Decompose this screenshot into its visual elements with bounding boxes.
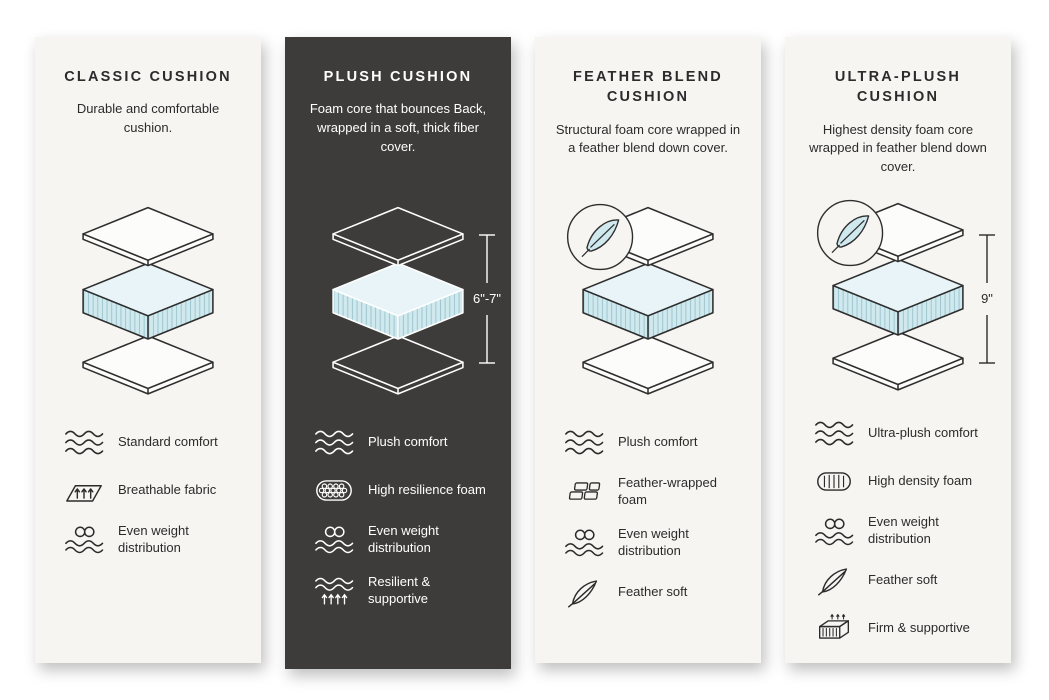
even-weight-icon [563,527,605,558]
feature-label: Even weight distribution [868,514,939,547]
waves-icon [563,427,605,458]
top-layer [82,207,214,267]
feature-feather-wrapped-foam: Feather-wrapped foam [563,475,745,509]
feature-label: Firm & supportive [868,620,970,635]
panel-description: Structural foam core wrapped in a feathe… [555,121,741,156]
even-weight-icon [313,524,355,555]
feature-breathable-fabric: Breathable fabric [63,475,245,506]
feather-wrapped-foam-icon [563,476,605,507]
feature-resilient-supportive: Resilient & supportive [313,574,495,608]
panel-header: ULTRA-PLUSH CUSHION Highest density foam… [802,67,994,185]
cushion-illustration [551,199,745,401]
feature-label: Breathable fabric [118,482,217,498]
panel-title: PLUSH CUSHION [323,69,473,85]
cushion-layers-diagram [566,204,714,396]
feature-label: Even weight distribution [368,523,439,555]
feature-firm-supportive: Firm & supportive [813,613,995,644]
firm-supportive-icon [813,613,855,644]
feature-label: Plush comfort [618,434,698,450]
bottom-layer [582,335,714,396]
panel-header: FEATHER BLEND CUSHION Structural foam co… [552,67,744,185]
foam-core-layer [332,262,464,341]
feature-plush-comfort: Plush comfort [313,427,495,458]
height-dimension: 6"-7" [473,234,501,364]
waves-icon [813,418,855,449]
feature-label: Standard comfort [118,434,218,450]
feature-list: Plush comfort Feather-wrapped foam Even … [551,427,745,608]
feature-label: Feather soft [868,572,938,587]
feature-even-weight: Even weight distribution [313,523,495,557]
panel-description: Highest density foam core wrapped in fea… [809,121,987,175]
cushion-illustration: 6"-7" [301,199,501,401]
feature-label: Feather-wrapped foam [618,475,717,507]
foam-core-layer [82,262,214,341]
feature-label: High density foam [868,473,973,489]
resilient-supportive-icon [313,575,355,606]
foam-core-layer [582,262,714,341]
panel-feather-blend-cushion: FEATHER BLEND CUSHION Structural foam co… [535,37,761,663]
feature-label: Plush comfort [368,434,448,450]
cushion-layers-diagram [816,199,964,391]
cushion-layers-diagram [332,207,464,396]
dimension-label: 9" [981,291,993,306]
panel-title: ULTRA-PLUSH CUSHION [834,69,962,106]
feature-label: Feather soft [618,583,688,599]
feature-label: Resilient & supportive [368,573,431,606]
panel-header: CLASSIC CUSHION Durable and comfortable … [52,67,244,185]
feature-ultra-plush-comfort: Ultra-plush comfort [813,418,995,449]
honeycomb-foam-icon [313,475,355,506]
feature-list: Standard comfort Breathable fabric Even … [51,427,245,557]
bottom-layer [332,335,464,396]
panel-ultra-plush-cushion: ULTRA-PLUSH CUSHION Highest density foam… [785,37,1011,663]
feature-label: Even weight distribution [618,525,689,558]
cushion-layers-diagram [82,207,214,396]
feature-list: Plush comfort High resilience foam Even … [301,427,495,608]
feature-feather-soft: Feather soft [813,565,995,596]
panel-classic-cushion: CLASSIC CUSHION Durable and comfortable … [35,37,261,663]
feature-high-density-foam: High density foam [813,466,995,497]
even-weight-icon [63,524,105,555]
breathable-fabric-icon [63,475,105,506]
dimension-label: 6"-7" [473,291,501,306]
height-dimension: 9" [979,234,995,364]
panel-title: FEATHER BLEND CUSHION [573,69,723,106]
feature-high-resilience-foam: High resilience foam [313,475,495,506]
cushion-illustration: 9" [801,199,995,392]
even-weight-icon [813,516,855,547]
feature-label: Even weight distribution [118,523,189,555]
feather-badge [816,199,884,267]
feature-feather-soft: Feather soft [563,577,745,608]
cushion-illustration [51,199,245,401]
high-density-foam-icon [813,466,855,497]
feather-icon [563,577,605,608]
panel-description: Durable and comfortable cushion. [76,101,220,136]
bottom-layer [82,335,214,396]
feature-standard-comfort: Standard comfort [63,427,245,458]
feature-label: Ultra-plush comfort [868,425,978,441]
feature-label: High resilience foam [368,482,486,498]
panel-title: CLASSIC CUSHION [64,69,232,85]
feature-even-weight: Even weight distribution [63,523,245,557]
feature-even-weight: Even weight distribution [563,526,745,560]
feature-list: Ultra-plush comfort High density foam Ev… [801,418,995,644]
waves-icon [313,427,355,458]
panel-header: PLUSH CUSHION Foam core that bounces Bac… [302,67,494,185]
panel-description: Foam core that bounces Back, wrapped in … [309,101,487,154]
bottom-layer [832,331,964,391]
top-layer [332,207,464,267]
feature-even-weight: Even weight distribution [813,514,995,548]
feather-badge [566,204,634,271]
feature-plush-comfort: Plush comfort [563,427,745,458]
feather-icon [813,565,855,596]
waves-icon [63,427,105,458]
panel-plush-cushion: PLUSH CUSHION Foam core that bounces Bac… [285,37,511,669]
foam-core-layer [832,258,964,336]
